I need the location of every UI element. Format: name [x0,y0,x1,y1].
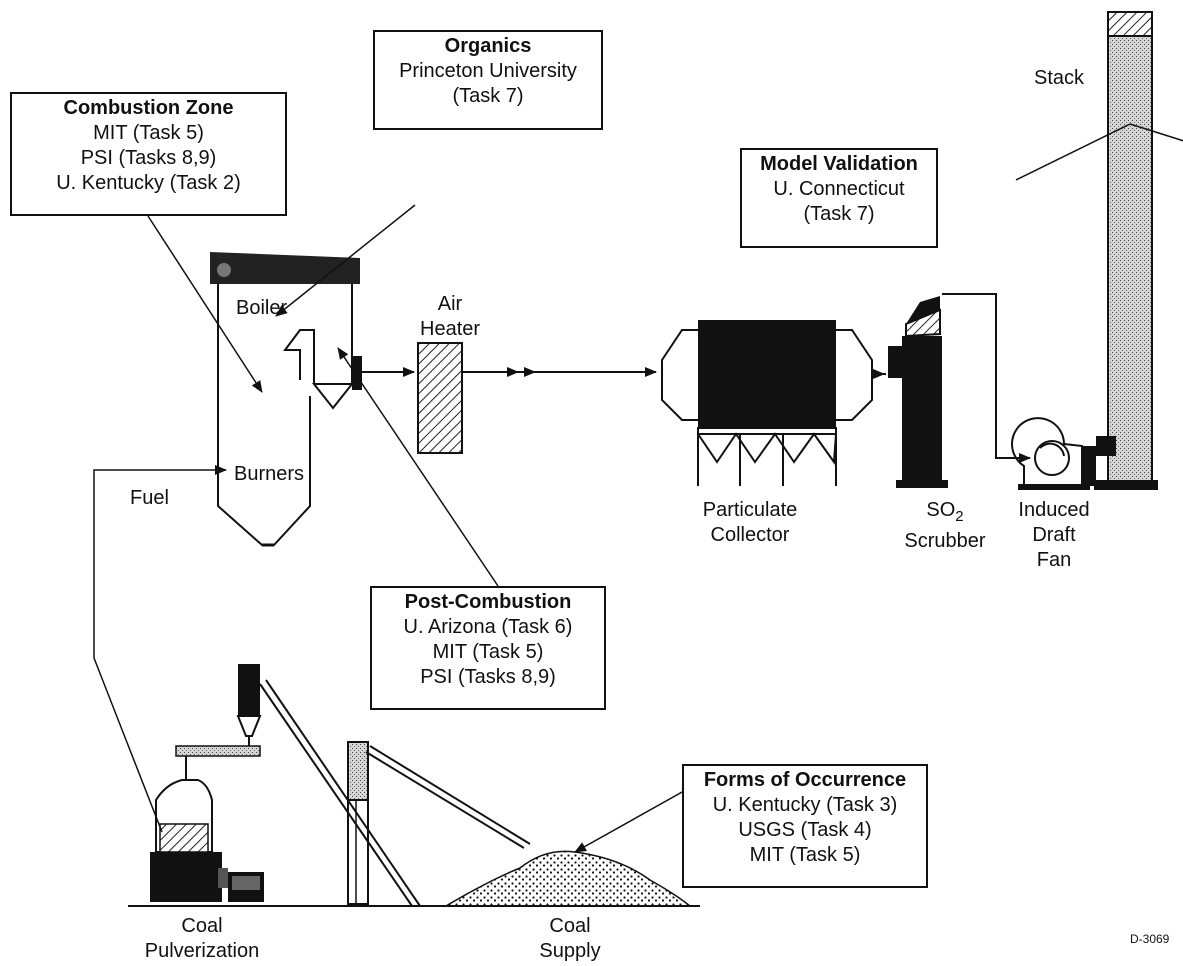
forms-of-occurrence-title: Forms of Occurrence [703,769,907,791]
coal-supply-label: Coal Supply [520,914,620,964]
so2-scrubber-label: SO2 Scrubber [890,498,1000,554]
induced-label: Induced [1018,499,1090,521]
organics-line-1: Princeton University [399,60,577,82]
organics-title: Organics [444,35,532,57]
burners-label: Burners [234,463,305,485]
model-validation-box: Model Validation U. Connecticut (Task 7) [740,148,938,248]
fuel-label: Fuel [130,487,169,509]
coal-pulverizer [150,664,264,902]
scrubber-label: Scrubber [904,530,986,552]
air-heater-label-2: Heater [420,318,481,340]
induced-draft-fan [1011,417,1116,490]
forms-of-occurrence-line-3: MIT (Task 5) [749,844,861,866]
coal-pulverization-label-1: Coal [181,915,223,937]
particulate-collector-label-1: Particulate [702,499,798,521]
coal-supply-label-1: Coal [549,915,591,937]
coal-pulverization-label-2: Pulverization [144,940,260,962]
post-combustion-line-1: U. Arizona (Task 6) [403,616,573,638]
so2-label: SO2 [926,499,964,525]
particulate-collector [661,320,873,486]
coal-pile [443,850,693,907]
induced-draft-fan-label: Induced Draft Fan [1004,498,1104,573]
particulate-collector-label-2: Collector [710,524,790,546]
post-combustion-box: Post-Combustion U. Arizona (Task 6) MIT … [370,586,606,710]
model-validation-title: Model Validation [760,153,918,175]
flow-marker [524,367,536,377]
stack-label: Stack [1034,67,1085,89]
organics-line-2: (Task 7) [452,85,524,107]
air-heater-label-1: Air [437,293,463,315]
figure-id: D-3069 [1130,932,1170,946]
air-heater-label: Air Heater [420,292,480,342]
leader-lines [147,123,1183,853]
so2-scrubber [888,296,948,488]
coal-supply-label-2: Supply [539,940,601,962]
organics-box: Organics Princeton University (Task 7) [373,30,603,130]
model-validation-line-2: (Task 7) [803,203,875,225]
particulate-collector-label: Particulate Collector [686,498,814,548]
boiler-label: Boiler [236,297,288,319]
gas-flow-path [362,293,1031,463]
combustion-zone-line-3: U. Kentucky (Task 2) [56,172,241,194]
air-heater [417,342,463,454]
forms-of-occurrence-box: Forms of Occurrence U. Kentucky (Task 3)… [682,764,928,888]
post-combustion-line-3: PSI (Tasks 8,9) [420,666,556,688]
post-combustion-title: Post-Combustion [404,591,572,613]
fan-label: Fan [1036,549,1072,571]
model-validation-line-1: U. Connecticut [773,178,905,200]
post-combustion-line-2: MIT (Task 5) [432,641,544,663]
coal-conveyor [259,679,531,907]
forms-of-occurrence-line-2: USGS (Task 4) [738,819,872,841]
combustion-zone-title: Combustion Zone [63,97,234,119]
combustion-zone-line-1: MIT (Task 5) [93,122,204,144]
combustion-zone-box: Combustion Zone MIT (Task 5) PSI (Tasks … [10,92,287,216]
draft-label: Draft [1032,524,1076,546]
fuel-line [93,465,227,833]
coal-pulverization-label: Coal Pulverization [120,914,284,964]
combustion-zone-line-2: PSI (Tasks 8,9) [80,147,217,169]
forms-of-occurrence-line-1: U. Kentucky (Task 3) [712,794,898,816]
stack [1094,11,1158,490]
